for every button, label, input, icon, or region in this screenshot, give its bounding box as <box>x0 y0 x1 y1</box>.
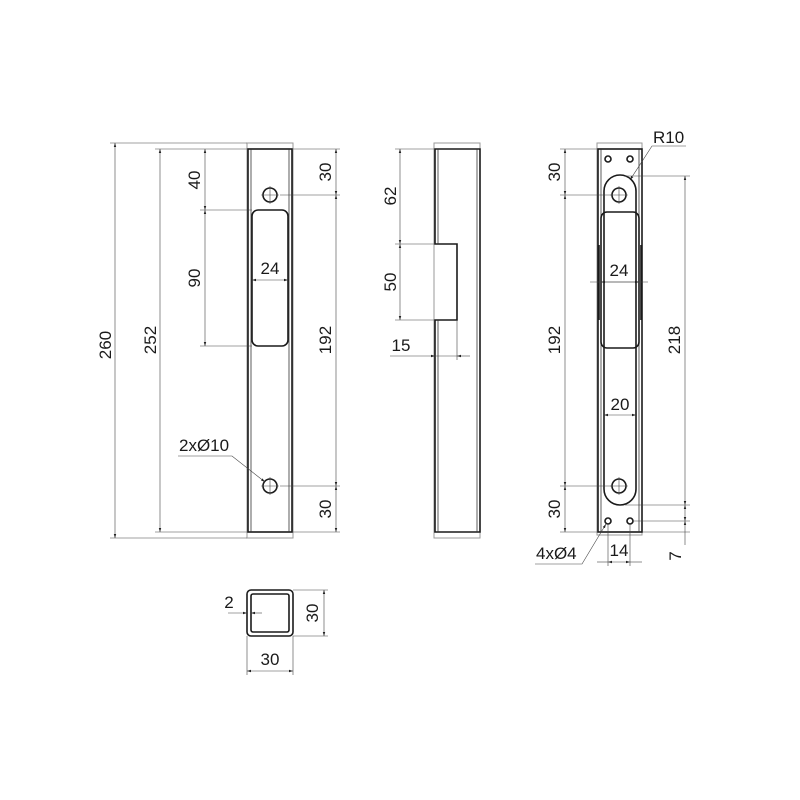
back-dim-hole-spacing: 192 <box>545 326 564 354</box>
front-body <box>247 148 293 533</box>
section-wall-dim: 2 <box>224 593 233 612</box>
back-dim-hole-offset-bottom: 30 <box>545 500 564 519</box>
cross-section: 2 30 30 <box>224 589 328 675</box>
small-hole-callout: 4xØ4 <box>536 544 577 563</box>
section-height-dim: 30 <box>303 604 322 623</box>
back-dim-slot-width: 20 <box>611 395 630 414</box>
dim-overall-length: 260 <box>96 331 115 359</box>
mounting-hole-top <box>261 186 279 204</box>
back-dim-hole-offset-top: 30 <box>545 163 564 182</box>
dim-hole-offset-bottom: 30 <box>316 500 335 519</box>
dim-slot-length: 90 <box>185 269 204 288</box>
dim-hole-spacing: 192 <box>316 326 335 354</box>
back-view: 30 192 30 218 7 R10 24 20 14 4xØ4 <box>535 128 690 566</box>
side-view: 62 50 15 <box>381 142 481 539</box>
back-body <box>597 148 643 533</box>
dim-slot-width: 24 <box>261 259 280 278</box>
dim-slot-offset: 40 <box>185 171 204 190</box>
side-body <box>434 148 481 533</box>
section-width-dim: 30 <box>261 650 280 669</box>
back-dim-small-hole-spacing: 14 <box>610 541 629 560</box>
back-oblong-slot <box>603 174 637 506</box>
hole-callout: 2xØ10 <box>179 436 229 455</box>
dim-step-offset: 62 <box>381 187 400 206</box>
front-outline-envelope <box>246 142 294 539</box>
dim-step-length: 50 <box>381 273 400 292</box>
back-dim-pocket-width: 24 <box>610 261 629 280</box>
back-radius-callout: R10 <box>653 128 684 147</box>
back-dim-slot-length: 218 <box>665 326 684 354</box>
dim-step-depth: 15 <box>392 336 411 355</box>
back-dim-small-hole-offset: 7 <box>666 551 685 560</box>
dim-hole-offset-top: 30 <box>316 163 335 182</box>
mounting-hole-bottom <box>261 477 279 495</box>
front-view: 260 252 40 90 24 30 192 30 2xØ10 <box>96 142 340 539</box>
back-pocket <box>600 211 640 349</box>
back-hole-top <box>610 186 628 204</box>
dim-body-length: 252 <box>141 326 160 354</box>
front-slot <box>251 209 289 347</box>
back-hole-bottom <box>610 477 628 495</box>
